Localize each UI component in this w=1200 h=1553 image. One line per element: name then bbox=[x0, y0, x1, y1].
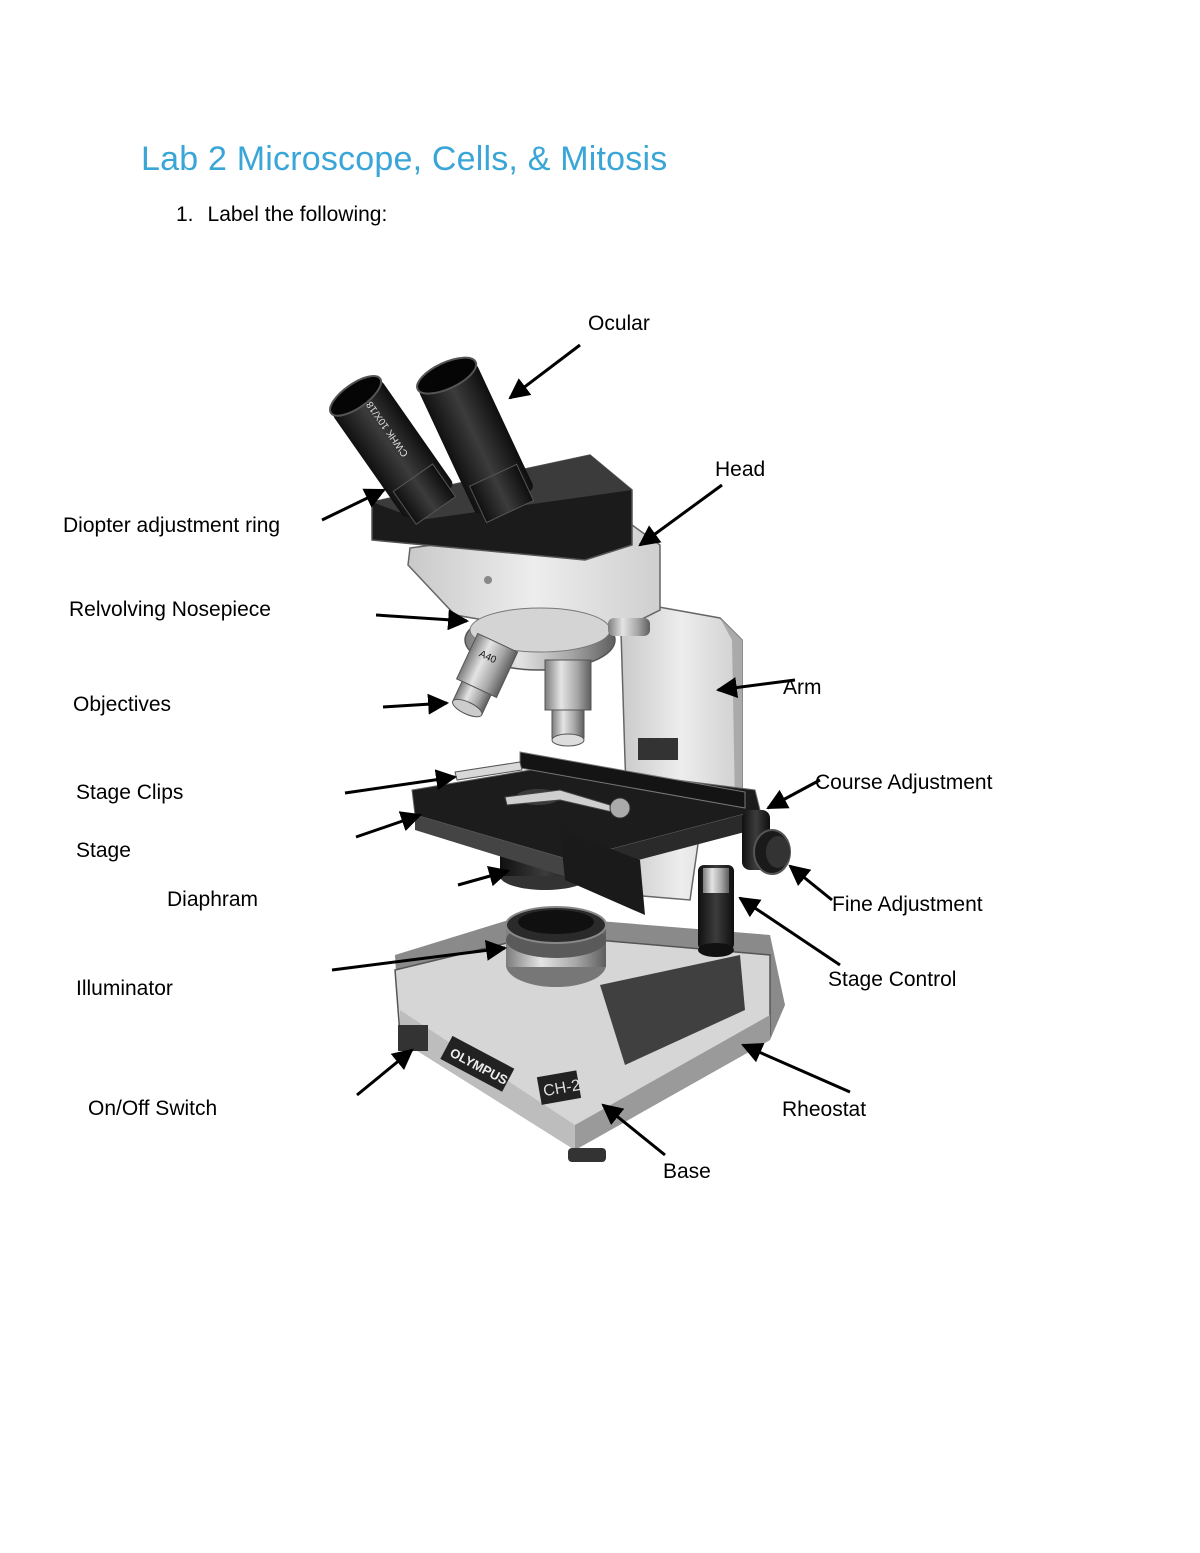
eyepieces-shape: CWHK 10X/18 bbox=[329, 356, 535, 525]
arrow-diaphram bbox=[457, 865, 511, 887]
arrow-on-off-switch bbox=[356, 1048, 414, 1097]
label-ocular: Ocular bbox=[588, 312, 650, 335]
arrow-ocular bbox=[508, 343, 581, 400]
label-on-off-switch: On/Off Switch bbox=[88, 1097, 217, 1120]
label-nosepiece: Relvolving Nosepiece bbox=[69, 598, 271, 621]
arrow-rheostat bbox=[741, 1042, 851, 1094]
model-badge: CH-2 bbox=[536, 1070, 582, 1105]
page-title: Lab 2 Microscope, Cells, & Mitosis bbox=[141, 140, 668, 178]
arrow-stage-control bbox=[738, 896, 841, 967]
label-fine-adjustment: Fine Adjustment bbox=[832, 893, 983, 916]
arrows bbox=[321, 343, 851, 1157]
microscope-illustration: OLYMPUS CH-2 bbox=[329, 356, 791, 1162]
question-number: 1. bbox=[176, 203, 194, 226]
arrow-objectives bbox=[382, 693, 450, 715]
label-diaphram: Diaphram bbox=[167, 888, 258, 911]
focus-knobs-shape bbox=[698, 810, 791, 957]
label-stage: Stage bbox=[76, 839, 131, 862]
arrow-stage bbox=[355, 811, 422, 839]
arrow-illuminator bbox=[331, 939, 508, 972]
svg-text:CH-2: CH-2 bbox=[542, 1077, 582, 1100]
arrow-course-adjustment bbox=[766, 778, 821, 810]
label-diopter: Diopter adjustment ring bbox=[63, 514, 280, 537]
label-rheostat: Rheostat bbox=[782, 1098, 866, 1121]
label-illuminator: Illuminator bbox=[76, 977, 173, 1000]
arrow-diopter bbox=[321, 488, 386, 522]
label-head: Head bbox=[715, 458, 765, 481]
objectives-shape: A40 bbox=[452, 632, 592, 747]
arrow-base bbox=[601, 1103, 666, 1157]
stage-shape bbox=[411, 751, 761, 915]
label-course-adjustment: Course Adjustment bbox=[815, 771, 993, 794]
illuminator-shape bbox=[505, 906, 607, 987]
arrow-nosepiece bbox=[375, 609, 470, 631]
arrow-arm bbox=[715, 677, 796, 698]
question-item: 1. Label the following: bbox=[176, 203, 387, 227]
label-stage-clips: Stage Clips bbox=[76, 781, 183, 804]
question-text: Label the following: bbox=[207, 203, 388, 226]
arrow-head bbox=[638, 483, 723, 547]
arrow-fine-adjustment bbox=[788, 864, 833, 902]
label-base: Base bbox=[663, 1160, 711, 1183]
labels: Ocular Head Diopter adjustment ring Relv… bbox=[63, 312, 993, 1183]
stage-clips-shape bbox=[454, 761, 631, 819]
label-stage-control: Stage Control bbox=[828, 968, 956, 991]
label-objectives: Objectives bbox=[73, 693, 171, 716]
arrow-stage-clips bbox=[344, 769, 458, 795]
